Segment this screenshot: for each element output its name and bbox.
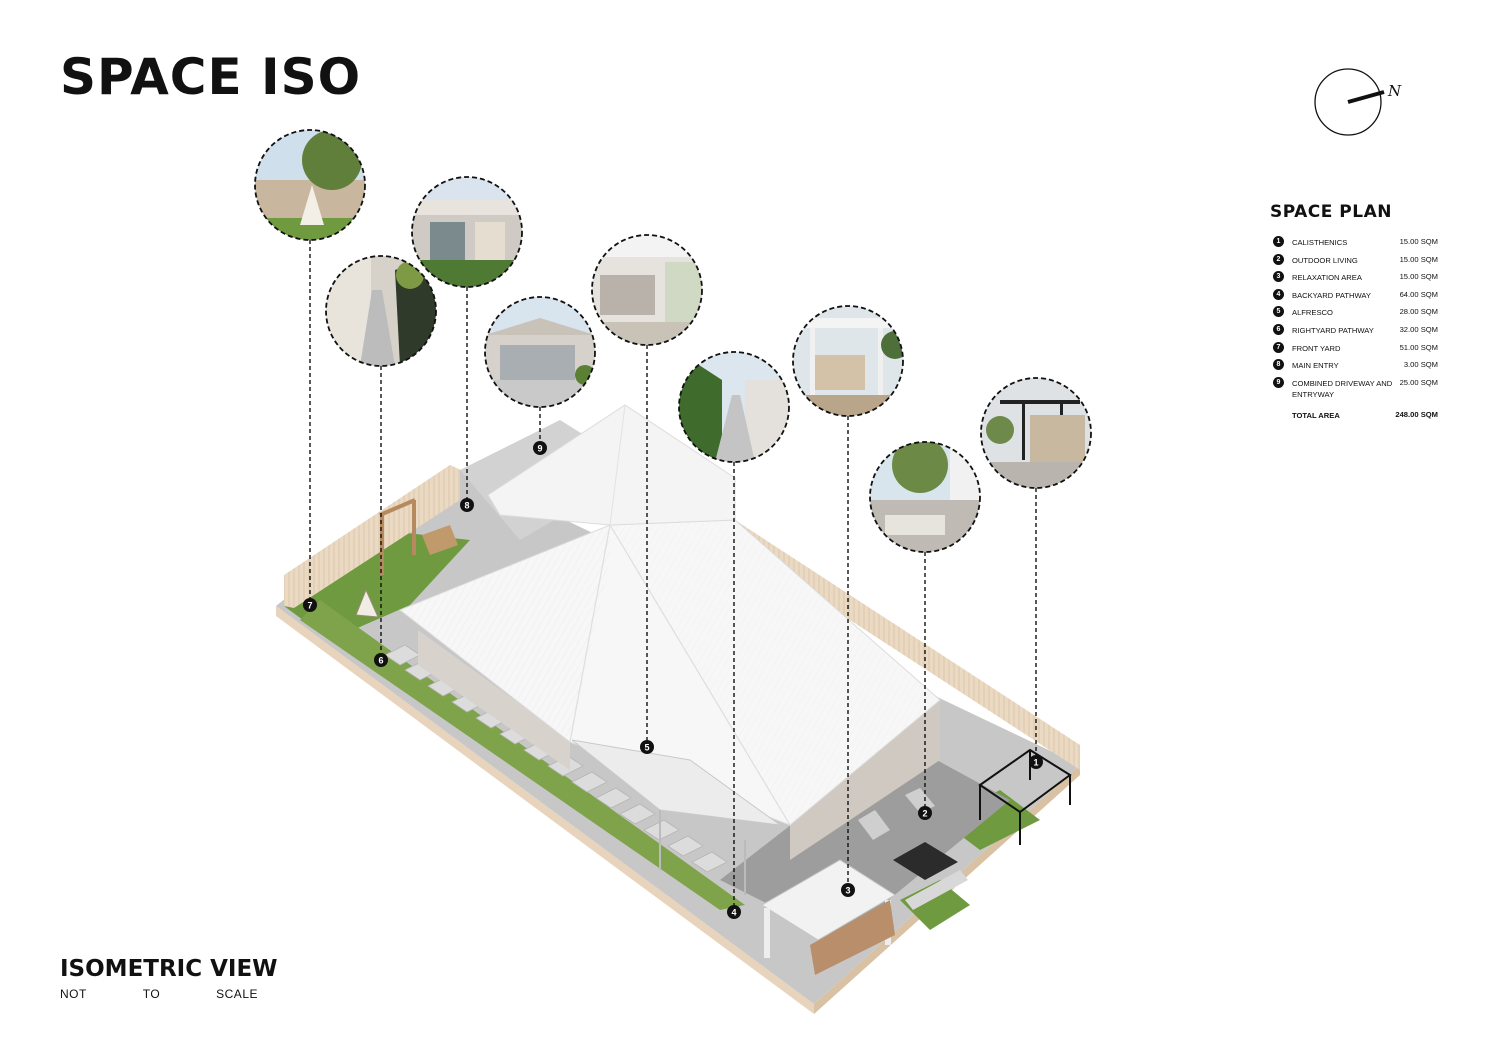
legend-number: 9 [1273, 376, 1284, 388]
legend-row: 2 OUTDOOR LIVING 15.00 SQM [1270, 253, 1450, 272]
legend-row: 4 BACKYARD PATHWAY 64.00 SQM [1270, 288, 1450, 307]
marker-1: 1 [1029, 755, 1043, 769]
north-arrow-icon [1314, 68, 1385, 136]
right-fence [735, 520, 1080, 770]
scale-note: NOT TO SCALE [60, 987, 258, 1001]
legend-label: COMBINED DRIVEWAY AND ENTRYWAY [1292, 378, 1393, 399]
marker-8: 8 [460, 498, 474, 512]
legend-row: 6 RIGHTYARD PATHWAY 32.00 SQM [1270, 323, 1450, 342]
photo-bubble-rightyard-pathway [325, 255, 437, 367]
calisthenics-frame [978, 748, 1072, 845]
marker-4: 4 [727, 905, 741, 919]
marker-5-label: 5 [644, 743, 649, 753]
legend-label: ALFRESCO [1292, 308, 1333, 318]
total-area-value: 248.00 SQM [1395, 409, 1438, 419]
marker-9-label: 9 [537, 444, 542, 454]
legend-number: 6 [1273, 323, 1284, 335]
marker-7-label: 7 [307, 601, 312, 611]
legend-area: 15.00 SQM [1399, 254, 1438, 264]
scale-word: SCALE [216, 987, 258, 1001]
legend-row: 9 COMBINED DRIVEWAY AND ENTRYWAY 25.00 S… [1270, 376, 1450, 405]
legend-area: 15.00 SQM [1399, 272, 1438, 282]
alfresco-pergola [571, 739, 781, 895]
photo-bubble-driveway [484, 296, 596, 408]
photo-bubble-outdoor-living [869, 441, 981, 553]
marker-3: 3 [841, 883, 855, 897]
marker-6-label: 6 [378, 656, 383, 666]
legend-number: 3 [1273, 271, 1284, 283]
outdoor-furniture [858, 788, 968, 910]
legend-area: 64.00 SQM [1399, 289, 1438, 299]
marker-2-label: 2 [922, 809, 927, 819]
legend-number: 4 [1273, 288, 1284, 300]
legend-title: SPACE PLAN [1270, 202, 1392, 222]
legend-label: RELAXATION AREA [1292, 273, 1362, 283]
legend-row: 3 RELAXATION AREA 15.00 SQM [1270, 271, 1450, 289]
leader-lines [309, 240, 1037, 912]
marker-3-label: 3 [845, 886, 850, 896]
north-label: N [1388, 82, 1402, 100]
relaxation-pergola [761, 859, 896, 975]
legend-area: 51.00 SQM [1399, 342, 1438, 352]
scale-word: NOT [60, 987, 87, 1001]
photo-bubble-calisthenics [980, 377, 1092, 489]
legend-total-row: TOTAL AREA 248.00 SQM [1270, 409, 1450, 425]
legend-row: 5 ALFRESCO 28.00 SQM [1270, 306, 1450, 324]
legend-row: 8 MAIN ENTRY 3.00 SQM [1270, 359, 1450, 377]
side-lawn-strip [300, 600, 745, 910]
marker-2: 2 [918, 806, 932, 820]
legend-area: 15.00 SQM [1399, 237, 1438, 246]
total-area-label: TOTAL AREA [1292, 410, 1340, 420]
photo-bubble-main-entry [411, 176, 523, 288]
house-wall-back [790, 700, 940, 860]
view-title: ISOMETRIC VIEW [60, 956, 278, 982]
legend-area: 28.00 SQM [1399, 307, 1438, 317]
photo-bubble-relaxation-area [792, 305, 904, 417]
marker-6: 6 [374, 653, 388, 667]
house-roof [399, 404, 941, 826]
space-plan-legend: SPACE PLAN 1 CALISTHENICS 15.00 SQM 2 OU… [1270, 202, 1450, 425]
marker-9: 9 [533, 441, 547, 455]
legend-row: 7 FRONT YARD 51.00 SQM [1270, 341, 1450, 360]
marker-5: 5 [640, 740, 654, 754]
photo-bubble-front-yard [254, 129, 366, 241]
marker-7: 7 [303, 598, 317, 612]
house-wall [418, 630, 570, 770]
photo-bubble-backyard-pathway [678, 351, 790, 463]
marker-4-label: 4 [731, 908, 736, 918]
page-title: SPACE ISO [60, 48, 362, 106]
legend-label: RIGHTYARD PATHWAY [1292, 325, 1374, 335]
legend-number: 8 [1273, 359, 1284, 371]
legend-number: 7 [1273, 341, 1284, 353]
photo-bubble-alfresco [591, 234, 703, 346]
legend-label: MAIN ENTRY [1292, 361, 1339, 371]
marker-1-label: 1 [1033, 758, 1038, 768]
legend-number: 2 [1273, 253, 1284, 265]
legend-label: FRONT YARD [1292, 343, 1341, 353]
legend-number: 1 [1273, 236, 1284, 247]
legend-label: BACKYARD PATHWAY [1292, 290, 1371, 300]
legend-label: CALISTHENICS [1292, 238, 1348, 247]
legend-area: 32.00 SQM [1399, 324, 1438, 334]
legend-label: OUTDOOR LIVING [1292, 255, 1358, 265]
back-lawn [900, 880, 970, 930]
legend-area: 3.00 SQM [1403, 360, 1438, 370]
marker-8-label: 8 [464, 501, 469, 511]
legend-row: 1 CALISTHENICS 15.00 SQM [1270, 236, 1450, 254]
play-area [355, 498, 458, 618]
legend-area: 25.00 SQM [1399, 377, 1438, 387]
scale-word: TO [142, 987, 161, 1001]
legend-number: 5 [1273, 306, 1284, 318]
